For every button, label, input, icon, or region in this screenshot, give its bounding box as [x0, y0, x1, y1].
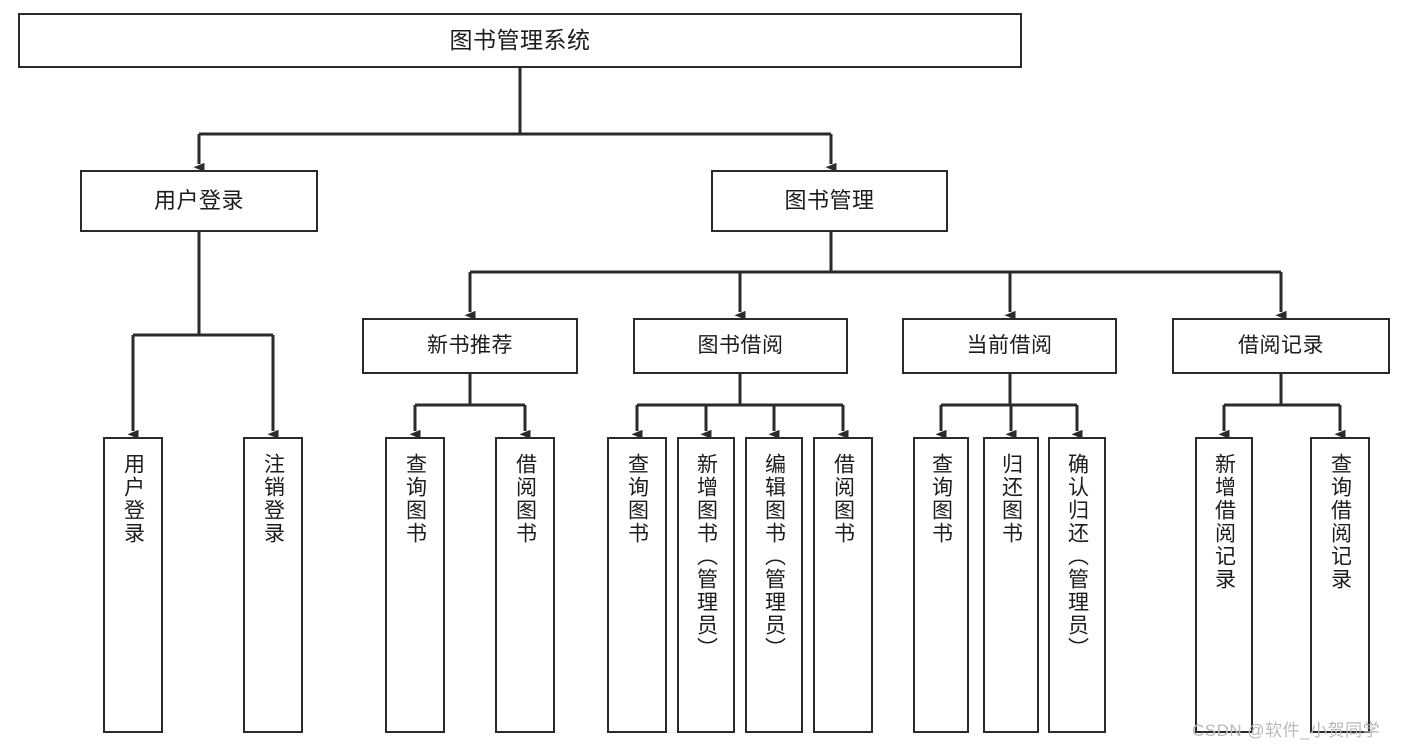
node-leaf-query-borrow-record[interactable]: 查询借阅记录: [1310, 437, 1370, 733]
node-branch-book-management[interactable]: 图书管理: [711, 170, 948, 232]
node-branch-user-login-label: 用户登录: [153, 188, 244, 214]
watermark-credit: CSDN @软件_小贺同学: [1192, 721, 1381, 740]
node-group-borrow-record-label: 借阅记录: [1238, 333, 1324, 357]
node-leaf-borrow-book[interactable]: 借阅图书: [813, 437, 873, 733]
node-group-current-borrow[interactable]: 当前借阅: [902, 318, 1117, 374]
node-leaf-confirm-return-admin[interactable]: 确认归还（管理员）: [1048, 437, 1106, 733]
node-leaf-logout[interactable]: 注销登录: [243, 437, 303, 733]
node-group-new-book-recommend-label: 新书推荐: [427, 333, 513, 357]
node-leaf-query-book-current[interactable]: 查询图书: [913, 437, 969, 733]
node-leaf-borrow-book-recommend-label: 借阅图书: [513, 453, 537, 545]
node-root-system[interactable]: 图书管理系统: [18, 13, 1022, 68]
node-leaf-query-book-recommend-label: 查询图书: [403, 453, 427, 545]
node-leaf-user-login-label: 用户登录: [121, 453, 145, 545]
node-leaf-query-book-recommend[interactable]: 查询图书: [385, 437, 445, 733]
node-leaf-add-book-admin-label: 新增图书（管理员）: [694, 453, 718, 660]
node-group-borrow-record[interactable]: 借阅记录: [1172, 318, 1390, 374]
node-leaf-edit-book-admin-label: 编辑图书（管理员）: [762, 453, 786, 660]
node-leaf-query-book-borrow[interactable]: 查询图书: [607, 437, 667, 733]
node-branch-book-management-label: 图书管理: [784, 188, 875, 214]
node-leaf-edit-book-admin[interactable]: 编辑图书（管理员）: [745, 437, 803, 733]
node-leaf-borrow-book-recommend[interactable]: 借阅图书: [495, 437, 555, 733]
node-group-new-book-recommend[interactable]: 新书推荐: [362, 318, 578, 374]
node-group-book-borrow[interactable]: 图书借阅: [633, 318, 848, 374]
node-leaf-query-borrow-record-label: 查询借阅记录: [1328, 453, 1352, 591]
node-leaf-borrow-book-label: 借阅图书: [831, 453, 855, 545]
node-leaf-return-book[interactable]: 归还图书: [983, 437, 1039, 733]
node-leaf-return-book-label: 归还图书: [999, 453, 1023, 545]
node-root-label: 图书管理系统: [449, 26, 591, 53]
node-leaf-add-borrow-record-label: 新增借阅记录: [1212, 453, 1236, 591]
node-leaf-query-book-borrow-label: 查询图书: [625, 453, 649, 545]
node-leaf-logout-label: 注销登录: [261, 453, 285, 545]
node-leaf-add-borrow-record[interactable]: 新增借阅记录: [1195, 437, 1253, 733]
node-leaf-confirm-return-admin-label: 确认归还（管理员）: [1065, 453, 1089, 660]
node-group-current-borrow-label: 当前借阅: [966, 333, 1053, 357]
node-leaf-query-book-current-label: 查询图书: [929, 453, 953, 545]
node-leaf-user-login[interactable]: 用户登录: [103, 437, 163, 733]
node-branch-user-login[interactable]: 用户登录: [80, 170, 318, 232]
node-leaf-add-book-admin[interactable]: 新增图书（管理员）: [677, 437, 735, 733]
node-group-book-borrow-label: 图书借阅: [697, 333, 784, 357]
